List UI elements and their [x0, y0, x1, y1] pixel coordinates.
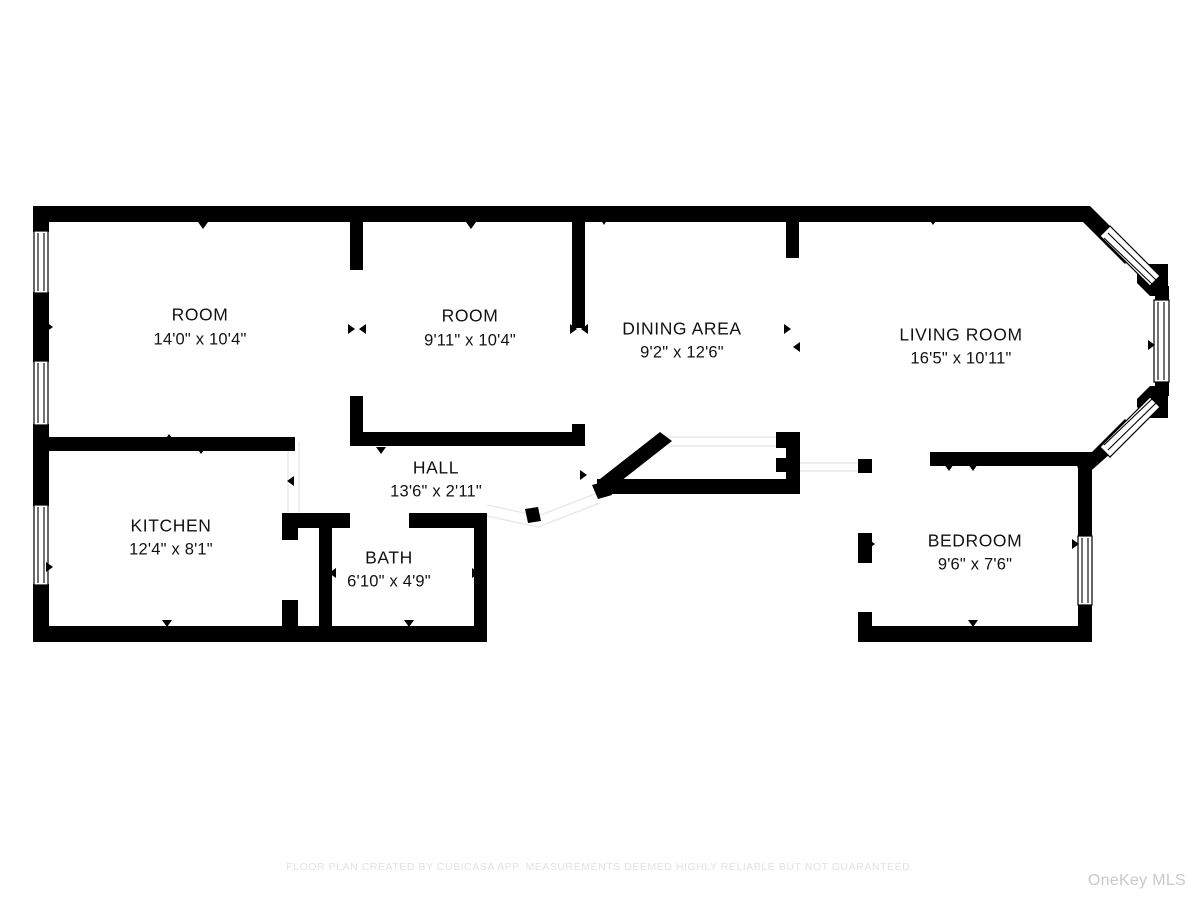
room-label-dining-area: DINING AREA 9'2" x 12'6"	[622, 319, 741, 362]
wall-bath-right	[474, 513, 487, 642]
wall-hall-bath-right	[409, 513, 487, 528]
wall-bedroom-right-lower	[1078, 604, 1092, 642]
wall-dining-angled	[600, 432, 672, 488]
bedroom-name: BEDROOM	[928, 531, 1023, 551]
wall-bedroom-left-mid	[858, 533, 872, 563]
wall-dining-right-nub-b	[776, 458, 788, 472]
room-1-name: ROOM	[172, 305, 229, 325]
wall-bedroom-bottom	[858, 626, 1092, 642]
wall-dining-bottom	[597, 479, 787, 494]
window-bay-middle	[1153, 299, 1170, 383]
wall-bedroom-top	[930, 452, 1092, 466]
wall-room2-dining-upper	[572, 206, 585, 328]
wall-exterior-left-b	[33, 292, 49, 362]
bedroom-dimensions: 9'6" x 7'6"	[938, 555, 1012, 573]
wall-exterior-top	[33, 206, 1090, 222]
room-label-bath: BATH 6'10" x 4'9"	[347, 548, 431, 591]
room-1-dimensions: 14'0" x 10'4"	[153, 330, 246, 348]
wall-dining-right-return	[786, 432, 800, 494]
wall-dining-living-upper	[786, 206, 799, 258]
mls-watermark: OneKey MLS	[1087, 872, 1186, 889]
window-bedroom-right	[1077, 535, 1093, 606]
wall-bedroom-top-left-nub	[858, 459, 872, 473]
living-room-dimensions: 16'5" x 10'11"	[910, 349, 1011, 367]
hall-name: HALL	[413, 458, 459, 478]
dining-area-name: DINING AREA	[622, 319, 741, 339]
room-label-living-room: LIVING ROOM 16'5" x 10'11"	[899, 325, 1022, 368]
room-label-room-2: ROOM 9'11" x 10'4"	[424, 306, 516, 350]
room-labels: ROOM 14'0" x 10'4" ROOM 9'11" x 10'4" DI…	[129, 305, 1023, 591]
window-bay-lower	[1099, 396, 1161, 458]
window-left-2	[33, 360, 49, 426]
wall-dining-right-nub-a	[776, 432, 788, 448]
bath-name: BATH	[365, 548, 413, 568]
window-bay-upper	[1099, 225, 1161, 287]
wall-exterior-left-c	[33, 424, 49, 506]
wall-room1-kitchen	[33, 437, 295, 451]
bath-dimensions: 6'10" x 4'9"	[347, 572, 431, 590]
room-label-room-1: ROOM 14'0" x 10'4"	[153, 305, 246, 349]
kitchen-name: KITCHEN	[130, 516, 211, 536]
wall-hall-threshold-nub-2	[592, 481, 612, 499]
room-label-bedroom: BEDROOM 9'6" x 7'6"	[928, 531, 1023, 574]
wall-hall-bath-left	[282, 513, 350, 528]
room-label-hall: HALL 13'6" x 2'11"	[390, 458, 482, 501]
footer-disclaimer: FLOOR PLAN CREATED BY CUBICASA APP. MEAS…	[286, 861, 914, 873]
dining-area-dimensions: 9'2" x 12'6"	[640, 343, 724, 361]
wall-room2-hall	[350, 432, 585, 446]
wall-exterior-bottom-left	[33, 626, 487, 642]
wall-kitchen-right-lower	[282, 600, 298, 642]
room-label-kitchen: KITCHEN 12'4" x 8'1"	[129, 516, 213, 559]
window-left-1	[33, 230, 49, 294]
wall-exterior-left-a	[33, 206, 49, 232]
window-left-3	[33, 504, 49, 586]
room-2-name: ROOM	[442, 306, 499, 326]
wall-bath-left	[319, 513, 332, 642]
window-group	[33, 225, 1170, 606]
living-room-name: LIVING ROOM	[899, 325, 1022, 345]
hall-dimensions: 13'6" x 2'11"	[390, 482, 482, 500]
kitchen-dimensions: 12'4" x 8'1"	[129, 540, 213, 558]
wall-room1-room2-upper	[350, 206, 363, 270]
wall-hall-threshold-nub-1	[525, 507, 541, 523]
wall-structure	[33, 206, 1169, 642]
wall-kitchen-right-upper	[282, 513, 298, 540]
wall-bay-right-top-nub	[1155, 286, 1169, 300]
wall-bedroom-right-upper	[1078, 459, 1092, 537]
room-2-dimensions: 9'11" x 10'4"	[424, 331, 516, 349]
measurement-arrow-markers	[46, 218, 1155, 627]
